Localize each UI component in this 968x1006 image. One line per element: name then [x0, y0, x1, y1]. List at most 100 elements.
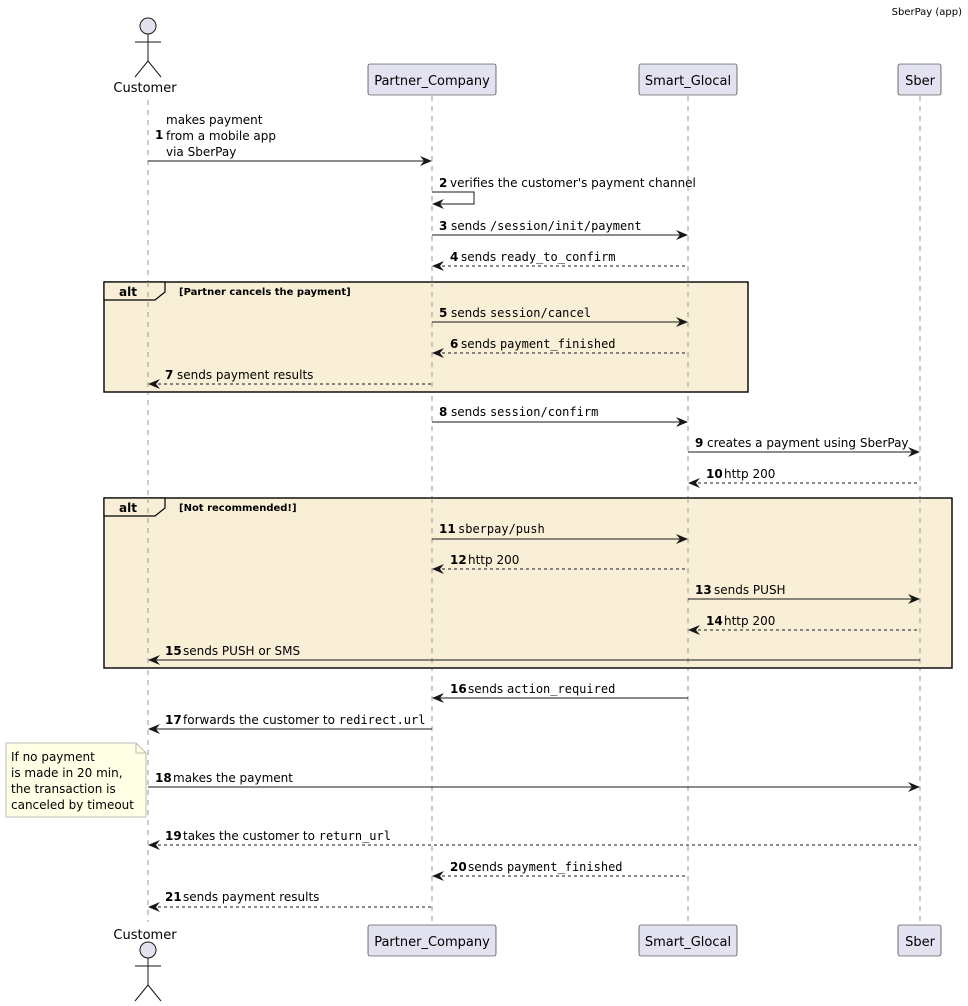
alt-frame-not-recommended-kind: alt — [119, 501, 137, 515]
alt-frame-cancel-condition: [Partner cancels the payment] — [179, 287, 351, 298]
message-13-text: sends PUSH — [714, 583, 786, 597]
message-17-number: 17 — [165, 713, 182, 727]
message-19: 19 takes the customer to return_url — [148, 829, 920, 850]
message-14-text: http 200 — [724, 614, 775, 628]
timeout-note: If no payment is made in 20 min, the tra… — [5, 742, 147, 818]
svg-text:sends /session/init/payment: sends /session/init/payment — [451, 219, 642, 233]
message-2-text: verifies the customer's payment channel — [450, 176, 696, 190]
message-3-code: /session/init/payment — [490, 219, 642, 233]
message-10-text: http 200 — [724, 467, 775, 481]
participant-sber-bottom-label: Sber — [905, 935, 936, 950]
message-1-number: 1 — [155, 128, 163, 142]
message-2: 2 verifies the customer's payment channe… — [432, 176, 696, 209]
message-15-number: 15 — [165, 644, 182, 658]
actor-customer-top: Customer — [113, 17, 177, 96]
participant-partner-bottom-label: Partner_Company — [374, 935, 490, 950]
svg-text:forwards the customer to redir: forwards the customer to redirect.url — [183, 713, 425, 727]
message-3-number: 3 — [439, 219, 447, 233]
actor-customer-bottom-label: Customer — [113, 928, 177, 943]
svg-text:sends session/cancel: sends session/cancel — [451, 306, 591, 320]
message-18-text: makes the payment — [173, 771, 293, 785]
actor-customer-bottom: Customer — [113, 928, 177, 1002]
message-17-code: redirect.url — [339, 713, 426, 727]
message-12-number: 12 — [450, 553, 467, 567]
message-4-code: ready_to_confirm — [500, 250, 616, 264]
participant-partner-top: Partner_Company — [367, 63, 497, 96]
message-21-number: 21 — [165, 890, 182, 904]
message-4-pre: sends — [461, 250, 500, 264]
participant-glocal-top: Smart_Glocal — [638, 63, 738, 96]
participant-glocal-bottom: Smart_Glocal — [638, 924, 738, 957]
message-6-pre: sends — [461, 337, 500, 351]
message-8-pre: sends — [451, 405, 490, 419]
message-9-number: 9 — [695, 436, 703, 450]
message-20-pre: sends — [468, 860, 507, 874]
svg-text:sends action_required: sends action_required — [468, 682, 615, 696]
message-16: 16 sends action_required — [432, 682, 688, 703]
message-3: 3 sends /session/init/payment — [432, 219, 688, 240]
participant-glocal-top-label: Smart_Glocal — [645, 74, 731, 89]
message-20-code: payment_finished — [507, 860, 623, 874]
message-16-pre: sends — [468, 682, 507, 696]
svg-text:sends payment_finished: sends payment_finished — [461, 337, 616, 351]
participant-sber-top-label: Sber — [905, 74, 936, 89]
timeout-note-line-2: is made in 20 min, — [11, 766, 123, 780]
message-16-number: 16 — [450, 682, 467, 696]
participant-sber-bottom: Sber — [897, 924, 942, 957]
message-7-number: 7 — [165, 368, 173, 382]
message-6: 6 sends payment_finished — [432, 337, 688, 358]
message-6-number: 6 — [450, 337, 458, 351]
message-1: 1 makes payment from a mobile app via Sb… — [148, 113, 432, 166]
message-17: 17 forwards the customer to redirect.url — [148, 713, 432, 734]
participant-glocal-bottom-label: Smart_Glocal — [645, 935, 731, 950]
message-8-code: session/confirm — [490, 405, 598, 419]
message-5: 5 sends session/cancel — [432, 306, 688, 327]
message-3-pre: sends — [451, 219, 490, 233]
svg-text:takes the customer to return_u: takes the customer to return_url — [183, 829, 391, 843]
alt-frame-cancel-kind: alt — [119, 285, 137, 299]
message-12-text: http 200 — [468, 553, 519, 567]
actor-customer-top-label: Customer — [113, 81, 177, 96]
message-10: 10 http 200 — [688, 467, 920, 488]
message-5-number: 5 — [439, 306, 447, 320]
message-8-number: 8 — [439, 405, 447, 419]
message-1-line-2: from a mobile app — [166, 129, 276, 143]
message-2-number: 2 — [439, 176, 447, 190]
message-21: 21 sends payment results — [148, 890, 432, 912]
message-7: 7 sends payment results — [148, 368, 432, 389]
timeout-note-line-3: the transaction is — [11, 782, 116, 796]
message-16-code: action_required — [507, 682, 615, 696]
message-11-code: sberpay/push — [458, 522, 545, 536]
message-1-line-1: makes payment — [166, 113, 263, 127]
alt-frame-not-recommended: alt [Not recommended!] — [103, 497, 953, 669]
participant-sber-top: Sber — [897, 63, 942, 96]
message-17-pre: forwards the customer to — [183, 713, 339, 727]
timeout-note-line-4: canceled by timeout — [11, 798, 134, 812]
participant-partner-top-label: Partner_Company — [374, 74, 490, 89]
message-9-text: creates a payment using SberPay — [707, 436, 909, 450]
message-6-code: payment_finished — [500, 337, 616, 351]
diagram-header: SberPay (app) — [892, 7, 962, 18]
message-14-number: 14 — [706, 614, 723, 628]
message-15-text: sends PUSH or SMS — [183, 644, 300, 658]
message-20: 20 sends payment_finished — [432, 860, 688, 881]
message-7-text: sends payment results — [177, 368, 313, 382]
message-19-pre: takes the customer to — [183, 829, 319, 843]
message-5-code: session/cancel — [490, 306, 591, 320]
message-1-line-3: via SberPay — [166, 145, 236, 159]
message-13-number: 13 — [695, 583, 712, 597]
message-12: 12 http 200 — [432, 553, 688, 574]
message-5-pre: sends — [451, 306, 490, 320]
svg-text:sends session/confirm: sends session/confirm — [451, 405, 598, 419]
message-13: 13 sends PUSH — [688, 583, 920, 604]
message-18: 18 makes the payment — [148, 771, 920, 792]
message-11-number: 11 — [439, 522, 456, 536]
participant-partner-bottom: Partner_Company — [367, 924, 497, 957]
message-14: 14 http 200 — [688, 614, 920, 635]
message-15: 15 sends PUSH or SMS — [148, 644, 920, 665]
message-18-number: 18 — [155, 771, 172, 785]
message-10-number: 10 — [706, 467, 723, 481]
message-8: 8 sends session/confirm — [432, 405, 688, 427]
message-4-number: 4 — [450, 250, 458, 264]
